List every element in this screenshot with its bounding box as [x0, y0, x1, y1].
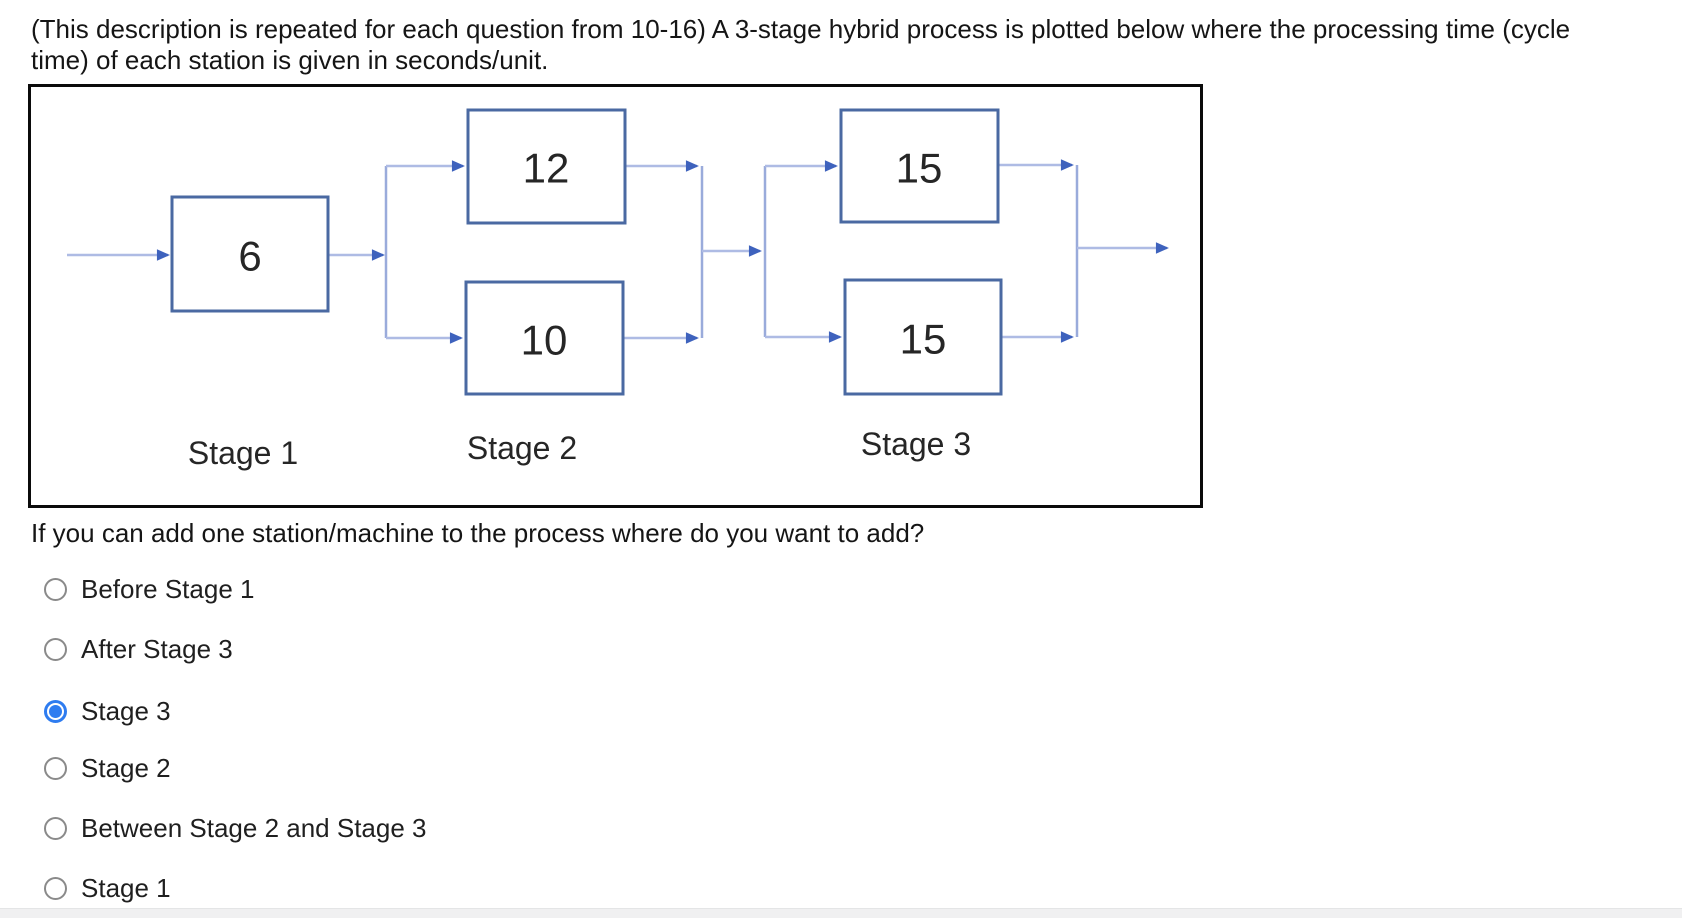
station-box-stage2-top: [466, 108, 627, 225]
radio-button[interactable]: [44, 876, 67, 900]
station-time-stage2-bottom: 10: [521, 317, 568, 364]
process-diagram-frame: 6 12 10 15 15 Stage 1 Stage 2 Stage 3: [28, 84, 1203, 508]
radio-option-label[interactable]: After Stage 3: [81, 633, 233, 664]
station-box-stage3-top: [839, 108, 1000, 224]
radio-option-stage-2[interactable]: Stage 2: [44, 753, 171, 783]
stage3-label: Stage 3: [861, 426, 971, 462]
question-description: (This description is repeated for each q…: [31, 14, 1651, 76]
radio-option-stage-3[interactable]: Stage 3: [44, 696, 171, 726]
station-time-stage1: 6: [238, 233, 261, 280]
radio-button[interactable]: [44, 577, 67, 601]
station-box-stage3-bottom: [843, 278, 1003, 396]
radio-option-between-stage-2-and-3[interactable]: Between Stage 2 and Stage 3: [44, 813, 427, 843]
station-box-stage1: [170, 195, 330, 313]
radio-button[interactable]: [44, 637, 67, 661]
radio-option-label[interactable]: Between Stage 2 and Stage 3: [81, 812, 427, 843]
description-line-2: time) of each station is given in second…: [31, 45, 549, 75]
process-diagram: 6 12 10 15 15 Stage 1 Stage 2 Stage 3: [67, 108, 1169, 471]
radio-option-label[interactable]: Stage 2: [81, 752, 171, 783]
description-line-1: (This description is repeated for each q…: [31, 14, 1571, 44]
radio-button[interactable]: [44, 816, 67, 840]
stage2-label: Stage 2: [467, 430, 577, 466]
page-bottom-scroll-edge: [0, 908, 1682, 918]
radio-button-selected[interactable]: [44, 699, 67, 723]
station-box-stage2-bottom: [464, 280, 625, 396]
radio-option-label[interactable]: Stage 1: [81, 872, 171, 903]
radio-option-stage-1[interactable]: Stage 1: [44, 873, 171, 903]
question-text: If you can add one station/machine to th…: [31, 518, 925, 548]
station-time-stage3-bottom: 15: [900, 316, 947, 363]
radio-option-after-stage-3[interactable]: After Stage 3: [44, 634, 233, 664]
stage1-label: Stage 1: [188, 435, 298, 471]
radio-option-before-stage-1[interactable]: Before Stage 1: [44, 574, 254, 604]
station-time-stage3-top: 15: [896, 145, 943, 192]
radio-button[interactable]: [44, 756, 67, 780]
radio-option-label[interactable]: Stage 3: [81, 695, 171, 726]
radio-option-label[interactable]: Before Stage 1: [81, 573, 255, 604]
station-time-stage2-top: 12: [523, 145, 570, 192]
